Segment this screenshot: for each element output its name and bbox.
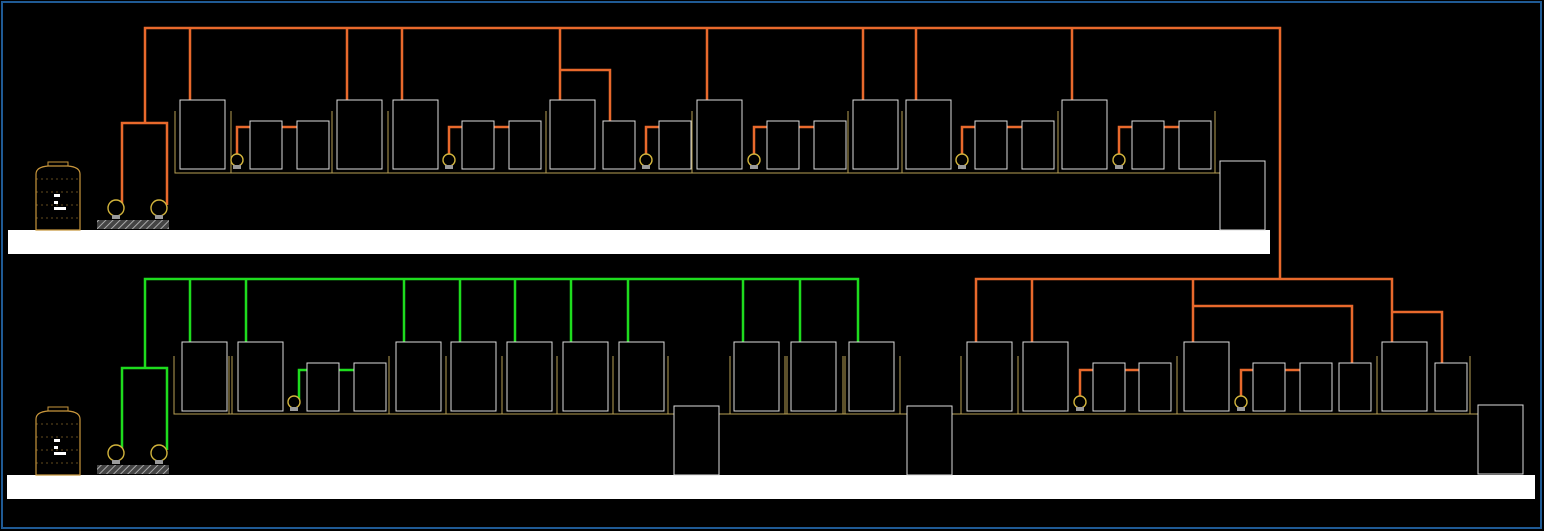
tank — [1131, 120, 1165, 170]
pump-foot — [445, 165, 453, 169]
pipe — [1239, 368, 1253, 400]
tank — [249, 120, 283, 170]
tank — [1178, 120, 1212, 170]
tank — [1434, 362, 1468, 412]
pipe — [1078, 368, 1093, 400]
pump-icon — [230, 153, 244, 167]
tank — [673, 405, 720, 476]
tank — [1477, 404, 1524, 475]
pump-icon — [287, 395, 301, 409]
pump-icon — [955, 153, 969, 167]
pump-foot — [642, 165, 650, 169]
pump-icon — [442, 153, 456, 167]
tank — [336, 99, 383, 170]
pipe — [143, 277, 860, 368]
tank — [306, 362, 340, 412]
pump-foot — [750, 165, 758, 169]
pump-foot — [112, 460, 120, 464]
tank — [790, 341, 837, 412]
tank — [658, 120, 692, 170]
pipe — [297, 368, 307, 400]
pipe — [1117, 125, 1132, 157]
upper-floor — [8, 230, 1270, 254]
tank — [1092, 362, 1126, 412]
pipe — [752, 125, 767, 157]
tank — [1338, 362, 1372, 412]
pipe — [974, 277, 1394, 342]
pipe — [1193, 304, 1354, 363]
tank — [1138, 362, 1172, 412]
tank — [733, 341, 780, 412]
pump-foot — [155, 460, 163, 464]
tank — [1021, 120, 1055, 170]
tank — [848, 341, 895, 412]
tank — [696, 99, 743, 170]
pump-icon — [1234, 395, 1248, 409]
tank — [618, 341, 665, 412]
tank — [1183, 341, 1230, 412]
pump-icon — [1112, 153, 1126, 167]
tank — [966, 341, 1013, 412]
tank — [549, 99, 596, 170]
tank — [905, 99, 952, 170]
pump-icon — [150, 444, 168, 462]
pipe — [960, 125, 975, 157]
tank — [450, 341, 497, 412]
tank — [1381, 341, 1428, 412]
pump-icon — [1073, 395, 1087, 409]
tank — [1252, 362, 1286, 412]
pump-icon — [150, 199, 168, 217]
tank — [353, 362, 387, 412]
water-tank-icon — [35, 406, 81, 476]
pump-foot — [290, 407, 298, 411]
tank — [237, 341, 284, 412]
tank — [974, 120, 1008, 170]
pump-icon — [107, 444, 125, 462]
tank — [562, 341, 609, 412]
pump-foot — [112, 215, 120, 219]
pump-foot — [233, 165, 241, 169]
tank — [508, 120, 542, 170]
lower-floor — [7, 475, 1535, 499]
pump-foot — [1076, 407, 1084, 411]
tank — [392, 99, 439, 170]
tank — [181, 341, 228, 412]
pump-foot — [1237, 407, 1245, 411]
tank — [1061, 99, 1108, 170]
pipe — [120, 121, 169, 205]
tank — [813, 120, 847, 170]
tank — [852, 99, 899, 170]
pump-foot — [1115, 165, 1123, 169]
pump-icon — [747, 153, 761, 167]
tank — [461, 120, 495, 170]
tank — [1219, 160, 1266, 231]
hatched-base-icon — [97, 465, 169, 474]
pipe — [644, 125, 659, 157]
tank — [395, 341, 442, 412]
tank — [1022, 341, 1069, 412]
pipe — [447, 125, 462, 157]
pipe — [235, 125, 250, 157]
tank — [296, 120, 330, 170]
pipe — [1392, 310, 1444, 363]
tank — [1299, 362, 1333, 412]
tank — [179, 99, 226, 170]
pump-foot — [958, 165, 966, 169]
tank — [506, 341, 553, 412]
pump-icon — [639, 153, 653, 167]
pump-icon — [107, 199, 125, 217]
pipe — [143, 26, 1282, 278]
pipe — [560, 68, 612, 121]
pump-foot — [155, 215, 163, 219]
tank — [602, 120, 636, 170]
tank — [766, 120, 800, 170]
water-tank-icon — [35, 161, 81, 231]
hatched-base-icon — [97, 220, 169, 229]
tank — [906, 405, 953, 476]
pipe — [120, 366, 169, 450]
